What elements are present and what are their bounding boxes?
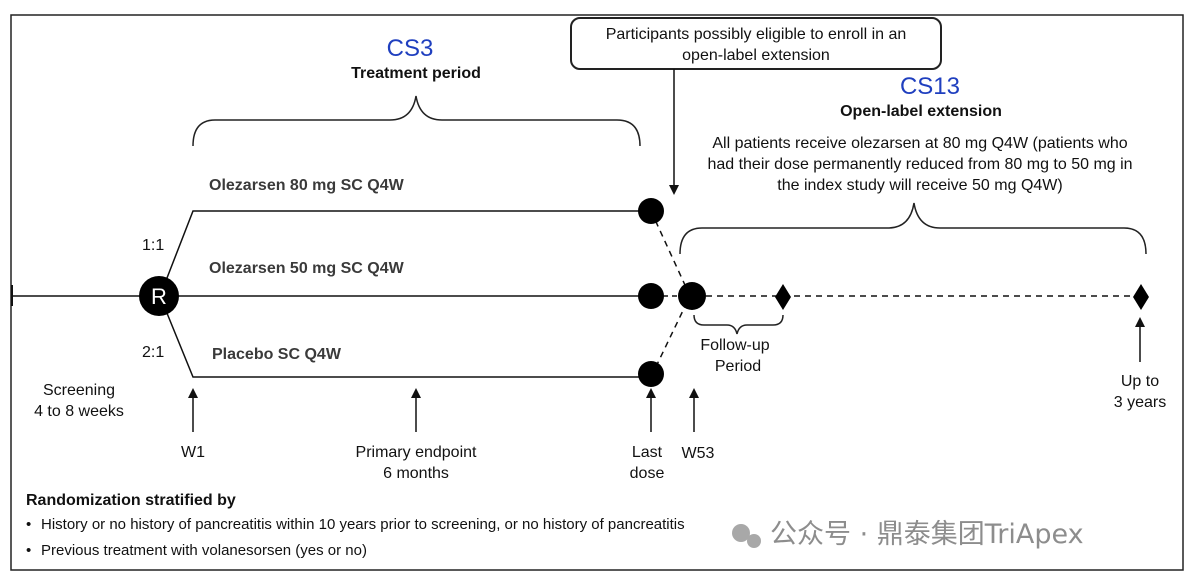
last-dose-node-placebo <box>638 361 664 387</box>
cs13-code: CS13 <box>900 73 960 100</box>
ratio-2-1: 2:1 <box>142 344 164 361</box>
wechat-icon <box>732 524 750 542</box>
stratification-bullet-1: • <box>26 516 31 533</box>
primary-endpoint-line-1: Primary endpoint <box>356 444 478 461</box>
treatment-period-title: Treatment period <box>351 65 481 82</box>
follow-up-brace <box>693 314 784 335</box>
transition-80mg <box>650 210 691 297</box>
last-dose-node-50mg <box>638 283 664 309</box>
stratification-title: Randomization stratified by <box>26 492 236 509</box>
arm-label-50mg: Olezarsen 50 mg SC Q4W <box>209 260 405 277</box>
screening-line-1: Screening <box>43 382 115 399</box>
follow-up-end-diamond <box>775 284 791 310</box>
treatment-period-brace <box>192 95 641 147</box>
randomization-node <box>139 276 179 316</box>
up-to-line-1: Up to <box>1121 373 1159 390</box>
primary-endpoint-line-2: 6 months <box>383 465 449 482</box>
callout-line-2: open-label extension <box>682 47 830 64</box>
stratification-item-2: Previous treatment with volanesorsen (ye… <box>41 542 367 559</box>
diagram-frame <box>10 14 1184 571</box>
watermark: 公众号 · 鼎泰集团TriApex <box>732 519 1084 550</box>
arm-label-80mg: Olezarsen 80 mg SC Q4W <box>209 177 405 194</box>
extension-brace <box>679 202 1147 255</box>
extension-eligibility-callout <box>570 17 942 70</box>
screening-line-2: 4 to 8 weeks <box>34 403 124 420</box>
w53-label: W53 <box>682 445 715 462</box>
last-dose-node-80mg <box>638 198 664 224</box>
arm-line-80mg <box>159 210 650 297</box>
arm-line-placebo <box>159 295 650 378</box>
randomization-symbol: R <box>151 284 167 309</box>
w1-label: W1 <box>181 444 205 461</box>
follow-up-line-2: Period <box>715 358 761 375</box>
extension-desc-line-3: the index study will receive 50 mg Q4W) <box>777 177 1062 194</box>
extension-start-node <box>678 282 706 310</box>
extension-end-diamond <box>1133 284 1149 310</box>
extension-desc-line-1: All patients receive olezarsen at 80 mg … <box>712 135 1127 152</box>
ratio-1-1: 1:1 <box>142 237 164 254</box>
callout-line-1: Participants possibly eligible to enroll… <box>606 26 907 43</box>
wechat-icon-bubble <box>747 534 761 548</box>
last-dose-line-2: dose <box>630 465 665 482</box>
follow-up-line-1: Follow-up <box>700 337 769 354</box>
up-to-line-2: 3 years <box>1114 394 1166 411</box>
watermark-text: 公众号 · 鼎泰集团TriApex <box>770 519 1084 550</box>
stratification-bullet-2: • <box>26 542 31 559</box>
cs3-code: CS3 <box>387 35 434 62</box>
extension-desc-line-2: had their dose permanently reduced from … <box>707 156 1132 173</box>
last-dose-line-1: Last <box>632 444 663 461</box>
stratification-item-1: History or no history of pancreatitis wi… <box>41 516 685 533</box>
extension-title: Open-label extension <box>840 103 1002 120</box>
arm-label-placebo: Placebo SC Q4W <box>212 346 342 363</box>
